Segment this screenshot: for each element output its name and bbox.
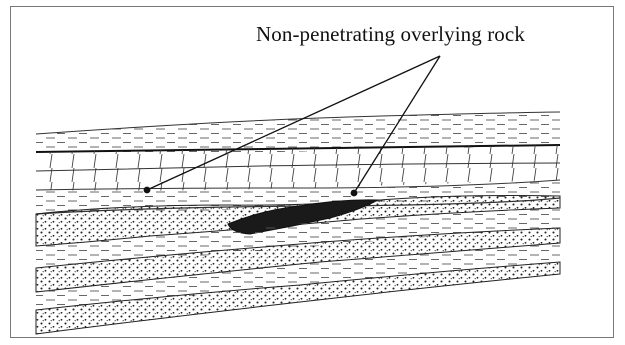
limestone-layer	[36, 145, 560, 191]
